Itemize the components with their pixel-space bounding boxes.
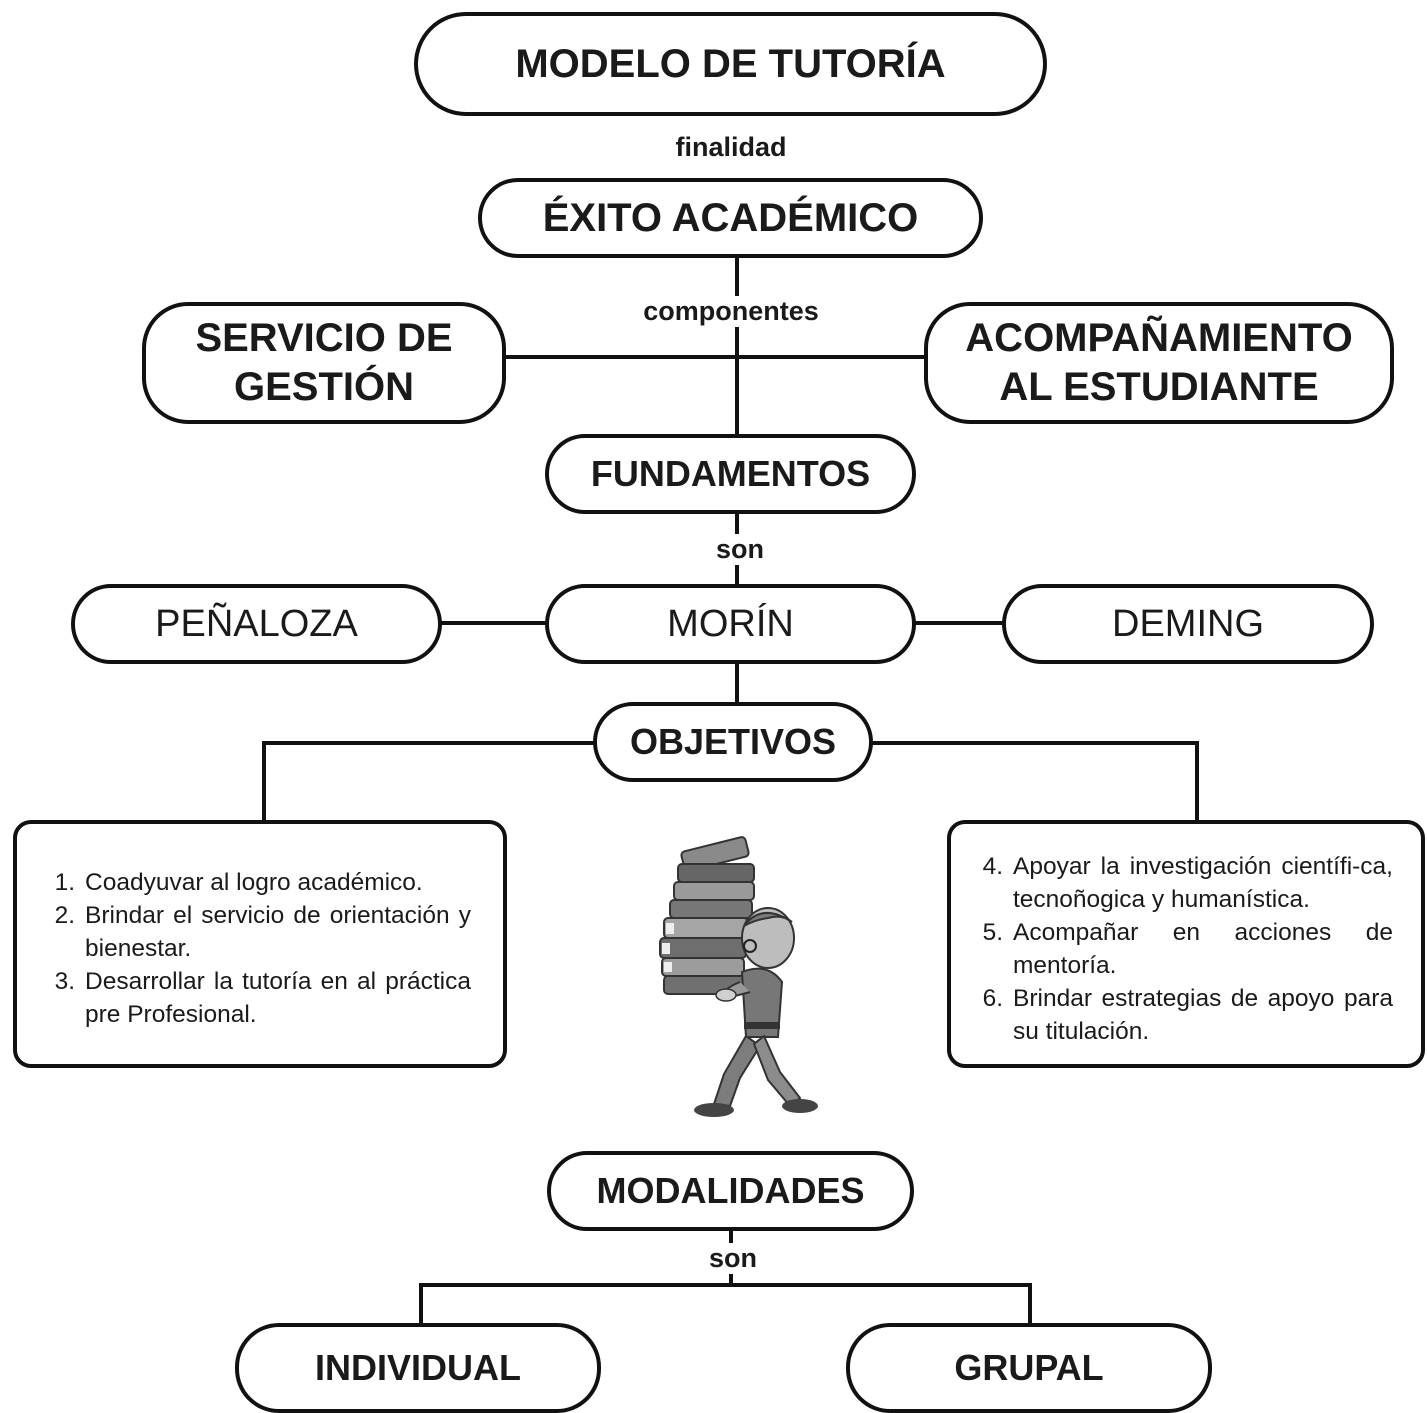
fundamento-morin: MORÍN [545, 584, 916, 664]
objetivos-right-list: 4. Apoyar la investigación científi-ca, … [967, 850, 1393, 1048]
objetivo-item: 3. Desarrollar la tutoría en al práctica… [39, 965, 471, 1031]
exito-academico-text: ÉXITO ACADÉMICO [542, 195, 919, 240]
objetivo-number: 5. [982, 919, 1003, 946]
acompanamiento-line2: AL ESTUDIANTE [999, 365, 1319, 409]
objetivo-text: Brindar el servicio de orientación y bie… [85, 902, 471, 962]
connector-finalidad: finalidad [669, 132, 793, 163]
objetivo-text: Brindar estrategias de apoyo para su tit… [1013, 985, 1393, 1045]
objetivo-item: 4. Apoyar la investigación científi-ca, … [967, 850, 1393, 916]
objetivos-text: OBJETIVOS [629, 721, 837, 763]
objetivos-left-box: 1. Coadyuvar al logro académico. 2. Brin… [13, 820, 507, 1068]
objetivo-item: 2. Brindar el servicio de orientación y … [39, 899, 471, 965]
objetivos-node: OBJETIVOS [593, 702, 873, 782]
fundamento-penaloza: PEÑALOZA [71, 584, 442, 664]
fundamento-deming-text: DEMING [1112, 602, 1264, 645]
modalidades-text: MODALIDADES [596, 1170, 865, 1212]
modalidades-node: MODALIDADES [547, 1151, 914, 1231]
objetivos-left-list: 1. Coadyuvar al logro académico. 2. Brin… [39, 866, 471, 1031]
fundamento-morin-text: MORÍN [667, 602, 794, 645]
objetivo-text: Acompañar en acciones de mentoría. [1013, 919, 1393, 979]
person-carrying-books-icon [659, 836, 818, 1117]
connector-son-fundamentos: son [709, 534, 771, 565]
objetivo-number: 6. [982, 985, 1003, 1012]
modalidad-individual-text: INDIVIDUAL [315, 1347, 521, 1389]
connector-son-modalidades: son [702, 1243, 764, 1274]
fundamento-penaloza-text: PEÑALOZA [155, 602, 358, 645]
objetivo-text: Apoyar la investigación científi-ca, tec… [1013, 853, 1393, 913]
objetivo-number: 4. [982, 853, 1003, 880]
objetivos-right-box: 4. Apoyar la investigación científi-ca, … [947, 820, 1425, 1068]
title-text: MODELO DE TUTORÍA [515, 41, 946, 86]
objetivo-text: Desarrollar la tutoría en al práctica pr… [85, 968, 471, 1028]
objetivo-number: 1. [54, 869, 75, 896]
modalidad-grupal-text: GRUPAL [954, 1347, 1104, 1389]
servicio-gestion-line1: SERVICIO DE [195, 316, 453, 361]
acompanamiento-node: ACOMPAÑAMIENTO AL ESTUDIANTE [924, 302, 1394, 424]
connector-componentes: componentes [637, 296, 825, 327]
objetivo-item: 1. Coadyuvar al logro académico. [39, 866, 471, 899]
objetivo-number: 3. [54, 968, 75, 995]
title-node: MODELO DE TUTORÍA [414, 12, 1047, 116]
objetivo-number: 2. [54, 902, 75, 929]
modalidad-individual: INDIVIDUAL [235, 1323, 601, 1413]
objetivo-item: 6. Brindar estrategias de apoyo para su … [967, 982, 1393, 1048]
objetivo-text: Coadyuvar al logro académico. [85, 869, 423, 896]
servicio-gestion-node: SERVICIO DE GESTIÓN [142, 302, 506, 424]
fundamentos-node: FUNDAMENTOS [545, 434, 916, 514]
acompanamiento-line1: ACOMPAÑAMIENTO [965, 316, 1353, 361]
servicio-gestion-line2: GESTIÓN [233, 365, 415, 409]
modalidad-grupal: GRUPAL [846, 1323, 1212, 1413]
fundamento-deming: DEMING [1002, 584, 1374, 664]
exito-academico-node: ÉXITO ACADÉMICO [478, 178, 983, 258]
objetivo-item: 5. Acompañar en acciones de mentoría. [967, 916, 1393, 982]
fundamentos-text: FUNDAMENTOS [590, 453, 871, 495]
